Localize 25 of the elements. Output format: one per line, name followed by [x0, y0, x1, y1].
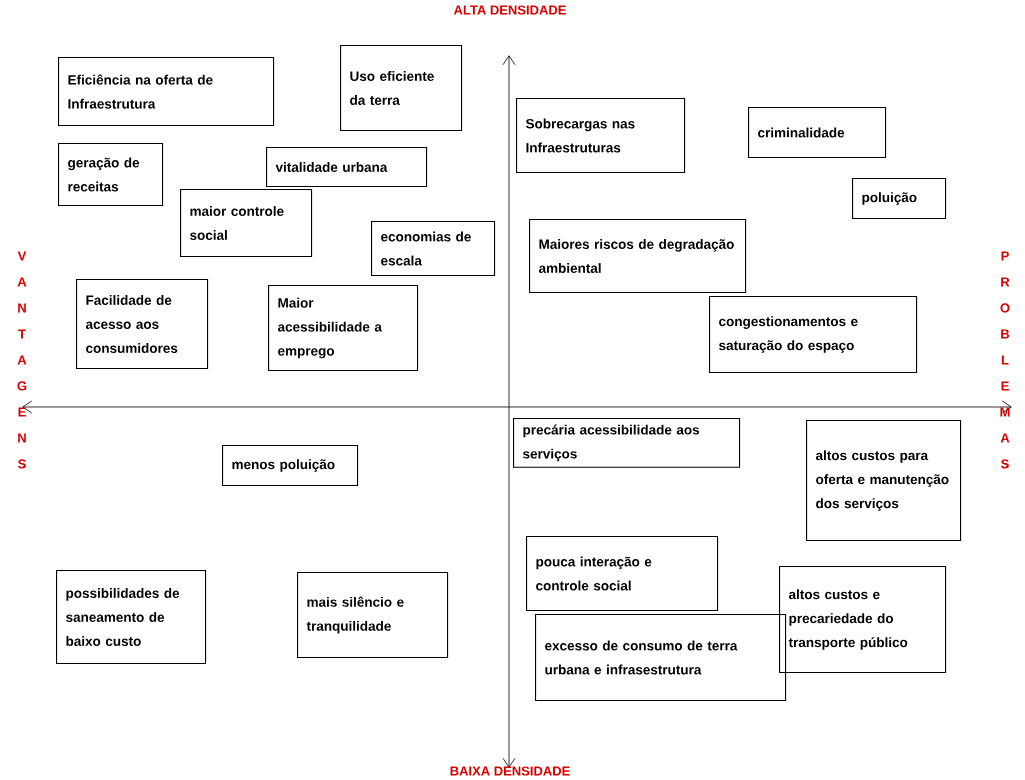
text-box: criminalidade [748, 107, 887, 159]
axis-label: ALTA DENSIDADE [453, 5, 566, 15]
axis-label: BAIXA DENSIDADE [450, 766, 570, 776]
text-box: Eficiência na oferta de Infraestrutura [58, 57, 275, 127]
text-box: Maior acessibilidade a emprego [268, 285, 419, 372]
text-box: altos custos e precariedade do transporte público [779, 566, 947, 674]
text-box: poluição [852, 178, 947, 220]
text-box: Maiores riscos de degradação ambiental [529, 219, 747, 294]
text-box: Facilidade de acesso aos consumidores [76, 279, 209, 370]
text-box: Sobrecargas nas Infraestruturas [516, 98, 686, 174]
axis-label: PROBLEMAS [1000, 251, 1010, 469]
text-box: altos custos para oferta e manutenção dos serviços [806, 420, 962, 542]
text-box: economias de escala [371, 221, 496, 277]
text-box: maior controle social [180, 189, 313, 258]
text-box: Uso eficiente da terra [340, 45, 463, 132]
text-box: possibilidades de saneamento de baixo custo [56, 570, 207, 665]
text-box: pouca interação e controle social [526, 536, 719, 612]
text-box: geração de receitas [58, 143, 164, 207]
text-box: vitalidade urbana [266, 147, 428, 188]
text-box: congestionamentos e saturação do espaço [709, 296, 918, 374]
axis-label: VANTAGENS [17, 251, 27, 469]
text-box: menos poluição [222, 445, 359, 487]
text-box: excesso de consumo de terra urbana e infrasestrutura [535, 614, 787, 702]
text-box: mais silêncio e tranquilidade [297, 572, 449, 659]
text-box: precária acessibilidade aos serviços [513, 418, 741, 468]
